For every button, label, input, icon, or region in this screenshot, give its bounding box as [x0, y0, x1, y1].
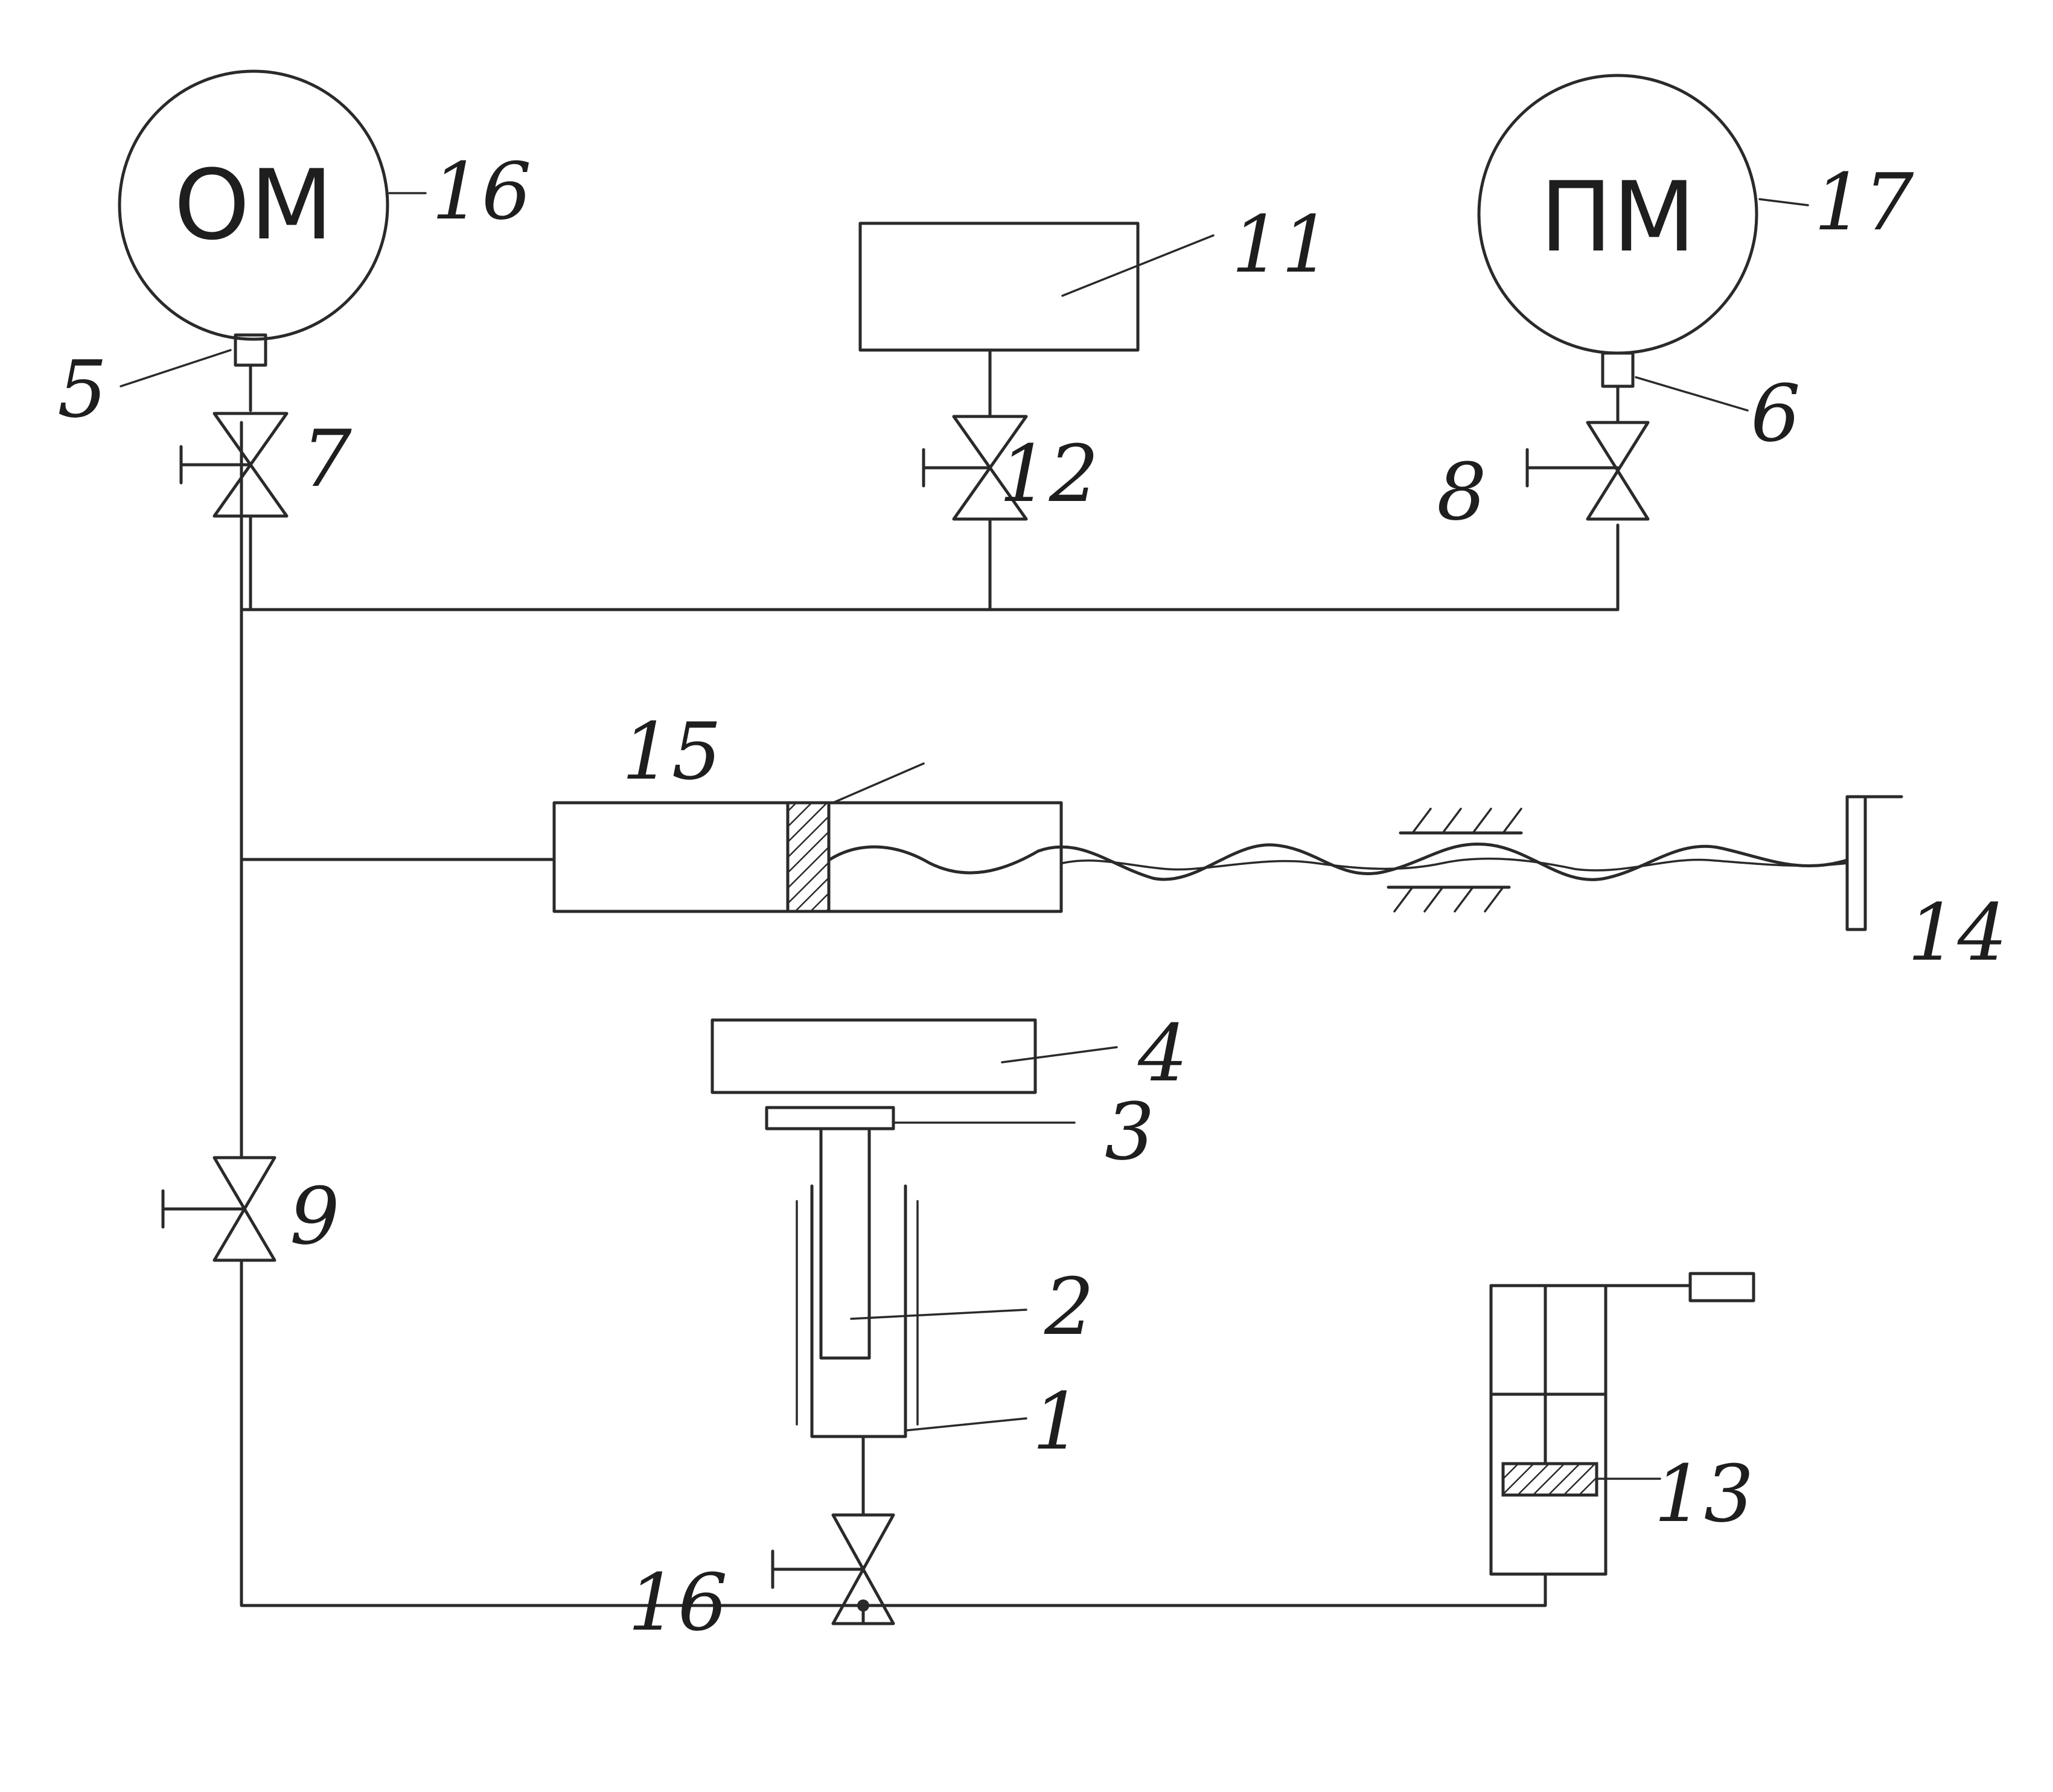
leader-11	[1061, 234, 1215, 297]
gauge-om: ОМ 16 5	[57, 69, 531, 435]
receiver-1-inner	[796, 1200, 919, 1426]
label-4: 4	[1137, 1007, 1188, 1099]
label-8: 8	[1437, 446, 1487, 538]
label-2: 2	[1044, 1261, 1094, 1353]
load-4	[710, 1018, 1037, 1094]
receiver-assembly: 4 3 2 1	[710, 1007, 1188, 1467]
gauge-om-text: ОМ	[174, 148, 333, 261]
leader-4	[1001, 1046, 1118, 1063]
label-14: 14	[1908, 887, 2007, 978]
gauge-pm-text: ПМ	[1540, 161, 1696, 273]
label-6: 6	[1751, 368, 1801, 459]
pump-13: 13	[1489, 1272, 1755, 1576]
receiver-1	[810, 1184, 907, 1438]
pump-piston	[1501, 1462, 1598, 1497]
valve-12: 12	[922, 415, 1099, 521]
label-1: 1	[1032, 1376, 1082, 1467]
valve-8: 8	[1437, 421, 1650, 538]
rope	[827, 842, 1849, 881]
block-11	[858, 222, 1140, 352]
valve-9: 9	[161, 1156, 340, 1262]
label-16b: 16	[628, 1557, 727, 1648]
gauge-om-dial	[118, 69, 389, 341]
label-5: 5	[57, 343, 107, 435]
valve-7: 7	[179, 412, 352, 518]
cylinder-piston	[786, 801, 831, 913]
piston-2	[819, 1127, 871, 1360]
rope-guide	[1387, 808, 1523, 913]
leader-17	[1758, 198, 1809, 206]
pipe-left-vertical-lower	[240, 1258, 1547, 1607]
label-12: 12	[999, 428, 1099, 520]
label-13: 13	[1654, 1448, 1754, 1540]
valve-16b: 16	[628, 1513, 895, 1648]
leader-15-piston	[832, 762, 925, 804]
pump-handle	[1688, 1272, 1755, 1303]
gauge-pm-fitting	[1601, 351, 1635, 388]
leader-1	[904, 1417, 1027, 1432]
leader-5	[120, 349, 232, 387]
label-16: 16	[432, 145, 531, 237]
label-11: 11	[1231, 199, 1331, 290]
cylinder-15: 15 14	[552, 706, 2007, 978]
pipe-top-manifold	[240, 523, 1620, 611]
label-17: 17	[1814, 156, 1914, 248]
pipe-junction	[857, 1599, 869, 1612]
gauge-pm: ПМ 17 6	[1477, 74, 1914, 459]
pump-chamber	[1489, 1392, 1608, 1576]
label-3: 3	[1105, 1086, 1155, 1178]
pump-body	[1489, 1284, 1608, 1576]
anchor-plate-14	[1845, 795, 1867, 931]
leader-6	[1635, 376, 1749, 412]
label-15: 15	[622, 706, 721, 797]
plate-3	[765, 1106, 895, 1130]
label-7: 7	[302, 413, 352, 505]
rope-strand-2	[1061, 857, 1848, 872]
pump-rod	[1544, 1284, 1692, 1465]
leader-2	[850, 1309, 1027, 1320]
label-9: 9	[290, 1170, 340, 1262]
